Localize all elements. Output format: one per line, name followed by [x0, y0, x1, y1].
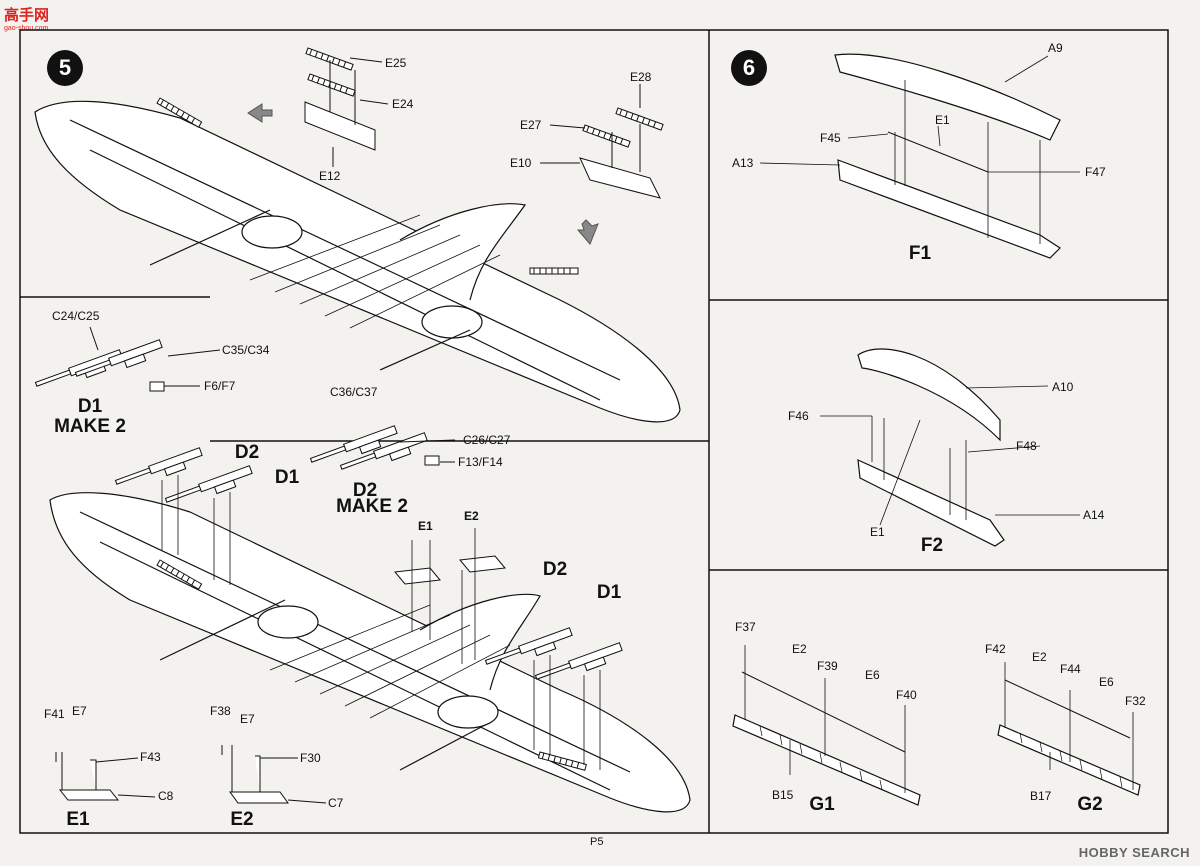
upper-wing-drawing — [34, 97, 681, 423]
gun-d2-assembly — [309, 425, 456, 479]
lower-wing-drawing — [49, 492, 691, 813]
label-e1-f2: E1 — [870, 525, 885, 539]
label-f43: F43 — [140, 750, 161, 764]
gun-d1-assembly — [34, 326, 221, 396]
lower-guns — [114, 447, 626, 770]
label-f32: F32 — [1125, 694, 1146, 708]
label-e27: E27 — [520, 118, 542, 132]
label-e25: E25 — [385, 56, 407, 70]
label-f44: F44 — [1060, 662, 1081, 676]
brand-logo: HOBBY SEARCH — [1078, 845, 1190, 860]
label-c8: C8 — [158, 789, 174, 803]
label-b17: B17 — [1030, 789, 1052, 803]
label-a13: A13 — [732, 156, 754, 170]
label-e1-small: E1 — [418, 519, 433, 533]
label-c26-c27: C26/C27 — [463, 433, 511, 447]
label-e6-g1: E6 — [865, 668, 880, 682]
frame — [19, 29, 1169, 834]
label-e1-bottom: E1 — [66, 809, 90, 830]
label-f39: F39 — [817, 659, 838, 673]
assembly-f2 — [820, 348, 1080, 547]
label-g2: G2 — [1077, 794, 1103, 815]
label-e24: E24 — [392, 97, 414, 111]
label-e2-small: E2 — [464, 509, 479, 523]
label-f13-f14: F13/F14 — [458, 455, 503, 469]
watermark-logo: 高手网 gao-shou.com — [4, 7, 50, 32]
label-e12: E12 — [319, 169, 341, 183]
assembly-f1 — [759, 53, 1080, 259]
label-d2: D2 — [352, 480, 378, 501]
label-f2: F2 — [920, 535, 944, 556]
label-f47: F47 — [1085, 165, 1106, 179]
label-d1-right: D1 — [596, 582, 622, 603]
label-e7-a: E7 — [72, 704, 87, 718]
label-e10: E10 — [510, 156, 532, 170]
label-f42: F42 — [985, 642, 1006, 656]
label-e6-g2: E6 — [1099, 675, 1114, 689]
label-f6-f7: F6/F7 — [204, 379, 236, 393]
label-a9: A9 — [1048, 41, 1063, 55]
label-f38: F38 — [210, 704, 231, 718]
label-e28: E28 — [630, 70, 652, 84]
label-c35-c34: C35/C34 — [222, 343, 270, 357]
label-f41: F41 — [44, 707, 65, 721]
label-d1-top: D1 — [274, 467, 300, 488]
label-f37: F37 — [735, 620, 756, 634]
label-d1: D1 — [77, 396, 103, 417]
part-e2-small — [221, 745, 327, 804]
label-e7-b: E7 — [240, 712, 255, 726]
label-f1: F1 — [908, 243, 932, 264]
label-d2-right: D2 — [542, 559, 568, 580]
ammo-box-e10 — [540, 84, 664, 199]
label-e2-g1: E2 — [792, 642, 807, 656]
label-g1: G1 — [809, 794, 835, 815]
label-f48: F48 — [1016, 439, 1037, 453]
ammo-box-e12 — [304, 47, 389, 167]
label-e2-bottom: E2 — [230, 809, 254, 830]
label-f45: F45 — [820, 131, 841, 145]
label-c7: C7 — [328, 796, 344, 810]
label-b15: B15 — [772, 788, 794, 802]
step-6-badge: 6 — [731, 50, 767, 86]
label-c24-c25: C24/C25 — [52, 309, 100, 323]
label-a14: A14 — [1083, 508, 1105, 522]
arrow-left — [247, 103, 273, 123]
assembly-g1 — [732, 645, 921, 806]
arrow-down — [576, 219, 599, 245]
label-f46: F46 — [788, 409, 809, 423]
assembly-g2 — [997, 662, 1141, 796]
label-d2-top: D2 — [234, 442, 260, 463]
step-5-badge: 5 — [47, 50, 83, 86]
label-make-2-d1: MAKE 2 — [54, 416, 126, 437]
label-f30: F30 — [300, 751, 321, 765]
label-c36-c37: C36/C37 — [330, 385, 378, 399]
part-e1-small — [55, 752, 156, 801]
label-e2-g2: E2 — [1032, 650, 1047, 664]
page-number: P5 — [590, 836, 604, 848]
label-a10: A10 — [1052, 380, 1074, 394]
label-e1-f1: E1 — [935, 113, 950, 127]
label-f40: F40 — [896, 688, 917, 702]
label-make-2-d2: MAKE 2 — [336, 496, 408, 517]
